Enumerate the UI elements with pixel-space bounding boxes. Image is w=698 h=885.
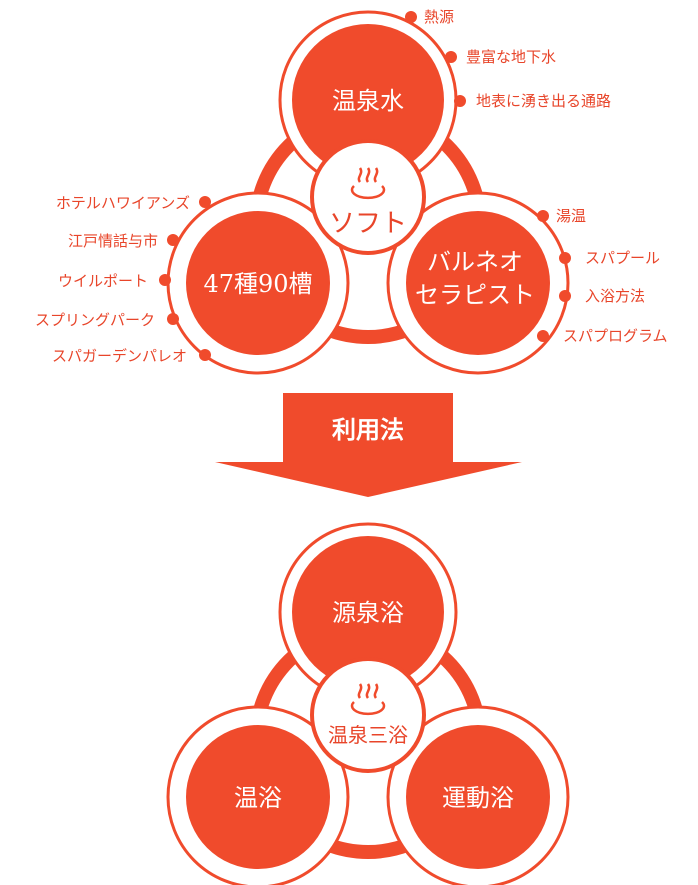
circle-onsen-water: 温泉水 [278, 10, 458, 190]
circle-therapist: バルネオ セラピスト [386, 191, 570, 375]
center-label: 温泉三浴 [328, 723, 408, 747]
circle-label: 47種90槽 [203, 270, 312, 298]
label: 地表に湧き出る通路 [476, 92, 611, 110]
label: 熱源 [424, 8, 454, 26]
label: ホテルハワイアンズ [56, 194, 190, 212]
arrow-label: 利用法 [332, 415, 404, 444]
label: 湯温 [556, 207, 586, 225]
bottom-group: 源泉浴 温浴 運動浴 温泉三浴 [166, 522, 570, 885]
circle-gensen-bath: 源泉浴 [278, 522, 458, 702]
circle-label: 温浴 [234, 784, 282, 812]
center-soft: ソフト [310, 139, 426, 255]
center-three-baths: 温泉三浴 [310, 657, 426, 773]
label: 江戸情話与市 [68, 232, 158, 250]
circle-warm-bath: 温浴 [166, 705, 350, 885]
circle-label: セラピスト [415, 281, 535, 309]
top-group: 温泉水 47種90槽 バルネオ セラピスト ソフト 熱源 豊富な地下水 地表に湧… [35, 8, 668, 375]
circle-label: 温泉水 [332, 87, 404, 115]
label: ウイルポート [58, 272, 148, 290]
label: スパガーデンパレオ [52, 347, 187, 365]
circle-exercise-bath: 運動浴 [386, 705, 570, 885]
usage-arrow: 利用法 [215, 393, 522, 497]
center-label: ソフト [329, 209, 407, 239]
label: 入浴方法 [585, 287, 645, 305]
label: 豊富な地下水 [466, 48, 556, 66]
circle-label: 源泉浴 [332, 599, 404, 627]
label: スパプログラム [563, 327, 668, 345]
circle-label: バルネオ [427, 248, 523, 276]
circle-baths: 47種90槽 [166, 191, 350, 375]
label: スパプール [585, 249, 660, 267]
label: スプリングパーク [35, 311, 155, 329]
circle-label: 運動浴 [442, 784, 514, 812]
